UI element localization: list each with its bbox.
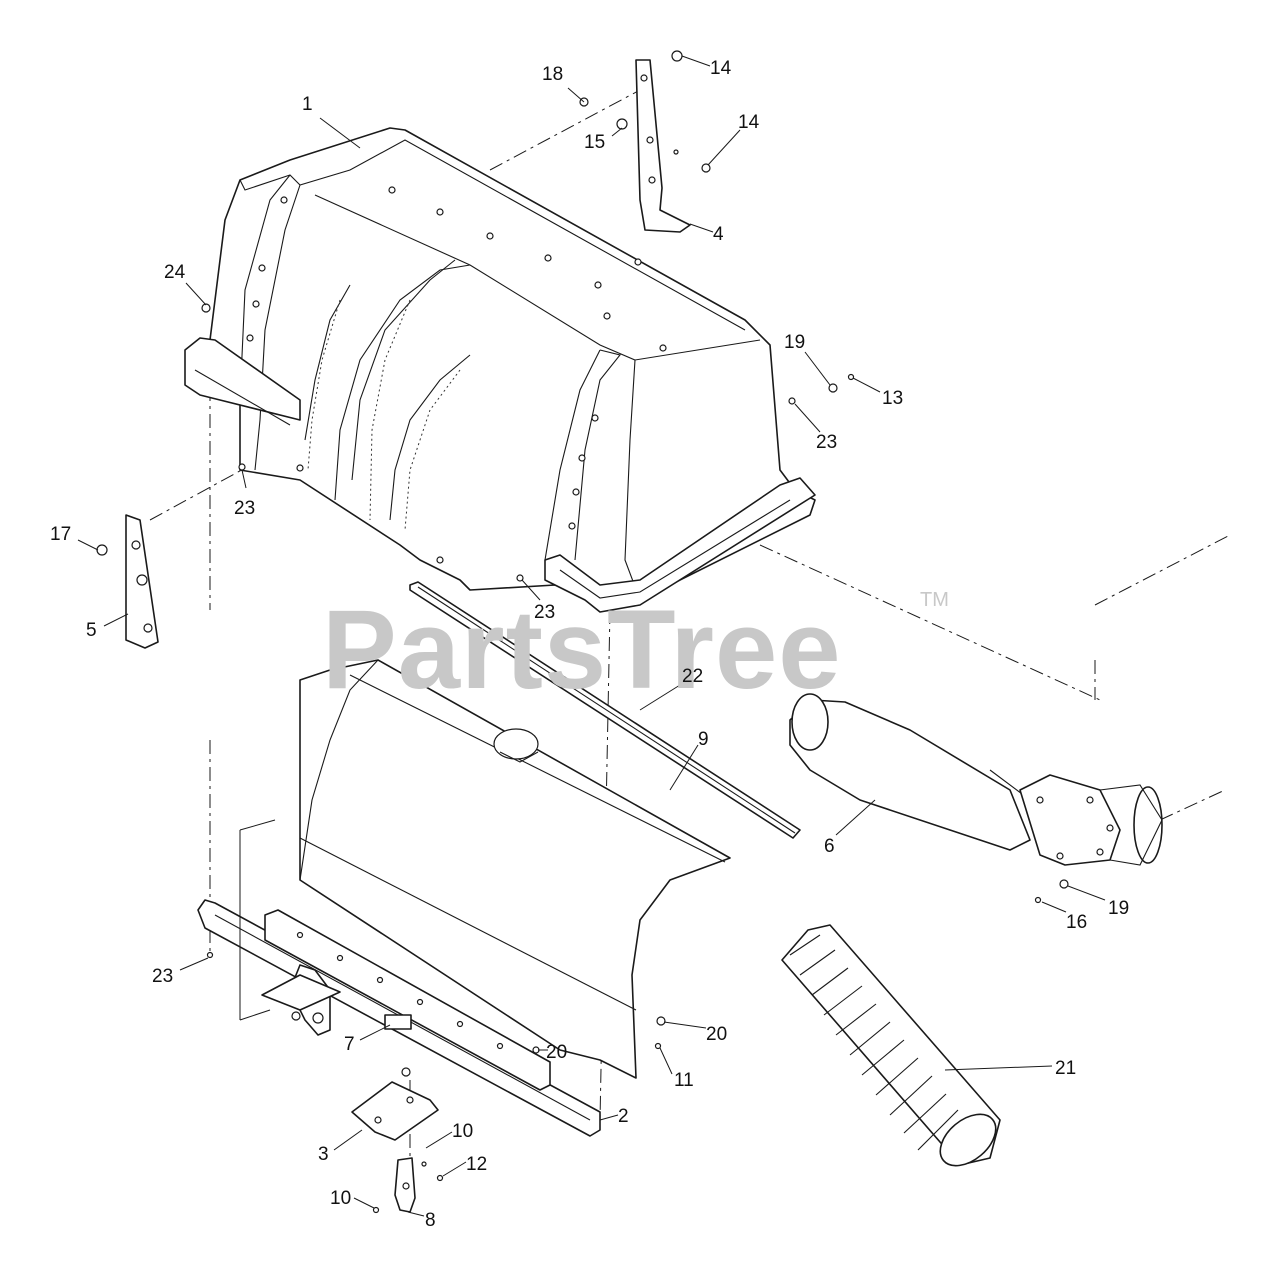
callout-22: 22 (682, 666, 703, 687)
callout-24: 24 (164, 262, 186, 283)
callout-23-center: 23 (534, 602, 555, 623)
plate-part-5 (125, 514, 159, 649)
callout-9: 9 (698, 729, 709, 750)
bracket-part-4 (635, 59, 691, 233)
hose-part-21 (781, 924, 1001, 1167)
callout-15: 15 (584, 132, 605, 153)
chute-part-6 (789, 693, 1163, 866)
callout-8: 8 (425, 1210, 436, 1231)
callout-18: 18 (542, 64, 563, 85)
callout-23-left: 23 (234, 498, 255, 519)
bracket-part-3 (351, 1081, 439, 1141)
callout-20-left: 20 (546, 1042, 567, 1063)
callout-labels: 1 2 3 4 5 6 7 8 9 10 10 11 12 13 14 14 1… (50, 58, 1129, 1231)
callout-16: 16 (1066, 912, 1087, 933)
callout-10-lower: 10 (330, 1188, 351, 1209)
callout-21: 21 (1055, 1058, 1076, 1079)
seal-strip-part-22 (409, 581, 801, 839)
latch-part-7 (261, 964, 412, 1036)
callout-4: 4 (713, 224, 724, 245)
callout-12: 12 (466, 1154, 487, 1175)
callout-10-upper: 10 (452, 1121, 473, 1142)
watermark-trademark: TM (920, 589, 949, 611)
callout-5: 5 (86, 620, 97, 641)
callout-2: 2 (618, 1106, 629, 1127)
callout-23-bottom: 23 (152, 966, 173, 987)
callout-6: 6 (824, 836, 835, 857)
callout-3: 3 (318, 1144, 329, 1165)
callout-17: 17 (50, 524, 71, 545)
callout-7: 7 (344, 1034, 355, 1055)
callout-14-upper: 14 (710, 58, 732, 79)
callout-14-lower: 14 (738, 112, 760, 133)
hood-lower-part-9 (299, 659, 731, 1079)
callout-19-upper: 19 (784, 332, 805, 353)
watermark-brand: PartsTree (322, 587, 842, 712)
callout-20-right: 20 (706, 1024, 727, 1045)
callout-23-right: 23 (816, 432, 837, 453)
hood-upper (184, 127, 816, 613)
callout-leaders (77, 55, 1106, 1217)
callout-1: 1 (302, 94, 313, 115)
callout-19-lower: 19 (1108, 898, 1129, 919)
callout-13: 13 (882, 388, 903, 409)
callout-11: 11 (674, 1070, 694, 1091)
partstree-watermark: PartsTree TM (322, 587, 949, 712)
